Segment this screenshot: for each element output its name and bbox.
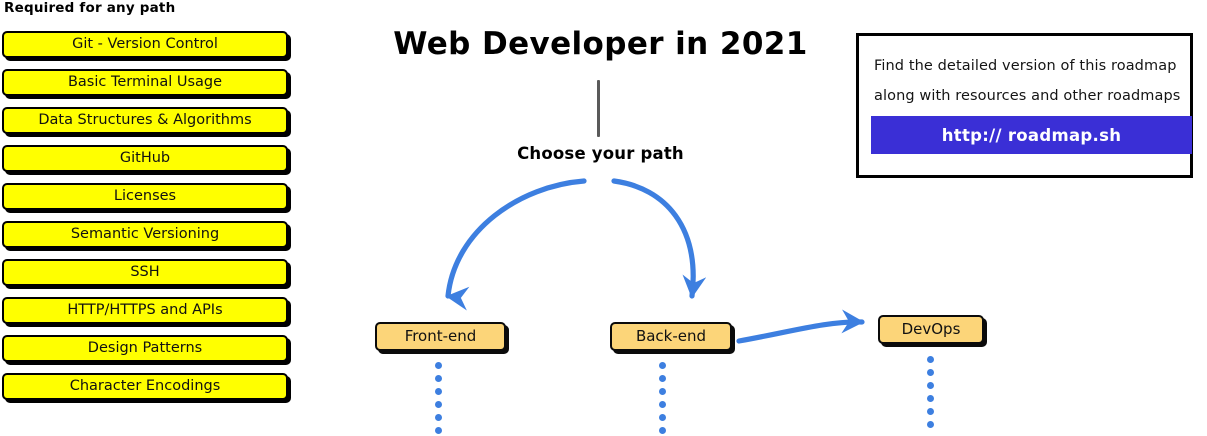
required-skill-label: Licenses [113,188,177,205]
trail-dot [435,362,442,369]
path-box-label: Back-end [635,327,707,345]
required-skill-item[interactable]: Licenses [2,183,288,210]
title-connector-line [597,80,600,137]
trail-dot [659,414,666,421]
dotted-trail-devops [927,356,934,434]
required-skill-item[interactable]: HTTP/HTTPS and APIs [2,297,288,324]
required-skill-item[interactable]: Semantic Versioning [2,221,288,248]
choose-path-text: Choose your path [517,144,684,163]
roadmap-url-button[interactable]: http:// roadmap.sh [871,116,1192,154]
required-skill-label: Basic Terminal Usage [67,74,223,91]
trail-dot [927,421,934,428]
info-card-line-2: along with resources and other roadmaps [874,88,1181,104]
required-skill-label: Data Structures & Algorithms [38,112,252,129]
arrow-to-backend [611,178,707,299]
required-skill-label: SSH [130,264,160,281]
required-skill-label: Git - Version Control [72,36,218,53]
trail-dot [927,369,934,376]
required-skill-label: Semantic Versioning [70,226,220,243]
trail-dot [435,401,442,408]
trail-dot [435,375,442,382]
path-box-front-end[interactable]: Front-end [375,322,506,351]
trail-dot [659,362,666,369]
dotted-trail-back-end [659,362,666,436]
path-box-back-end[interactable]: Back-end [610,322,732,351]
trail-dot [927,382,934,389]
required-skill-item[interactable]: SSH [2,259,288,286]
trail-dot [435,427,442,434]
required-skill-item[interactable]: Git - Version Control [2,31,288,58]
required-skill-label: Character Encodings [69,378,221,395]
required-skill-label: HTTP/HTTPS and APIs [67,302,223,319]
info-card: Find the detailed version of this roadma… [856,33,1193,178]
arrow-to-frontend [445,178,587,311]
choose-path-label: Choose your path [0,144,1207,163]
trail-dot [927,408,934,415]
trail-dot [659,401,666,408]
trail-dot [435,388,442,395]
required-section-heading: Required for any path [4,0,176,16]
required-skill-label: GitHub [119,150,171,167]
page-title-text: Web Developer in 2021 [393,26,808,62]
path-box-label: Front-end [404,327,477,345]
required-skill-item[interactable]: Data Structures & Algorithms [2,107,288,134]
required-skill-item[interactable]: Character Encodings [2,373,288,400]
trail-dot [435,414,442,421]
required-skills-list: Git - Version Control Basic Terminal Usa… [2,31,290,411]
required-skill-item[interactable]: Design Patterns [2,335,288,362]
required-skill-label: Design Patterns [87,340,203,357]
required-skill-item[interactable]: GitHub [2,145,288,172]
path-box-devops[interactable]: DevOps [878,315,984,344]
trail-dot [927,395,934,402]
dotted-trail-front-end [435,362,442,436]
trail-dot [659,388,666,395]
trail-dot [659,427,666,434]
arrow-backend-to-devops [736,309,865,344]
trail-dot [927,356,934,363]
info-card-line-1: Find the detailed version of this roadma… [874,58,1177,74]
roadmap-url-label: http:// roadmap.sh [941,125,1122,145]
required-skill-item[interactable]: Basic Terminal Usage [2,69,288,96]
trail-dot [659,375,666,382]
path-box-label: DevOps [901,320,961,338]
